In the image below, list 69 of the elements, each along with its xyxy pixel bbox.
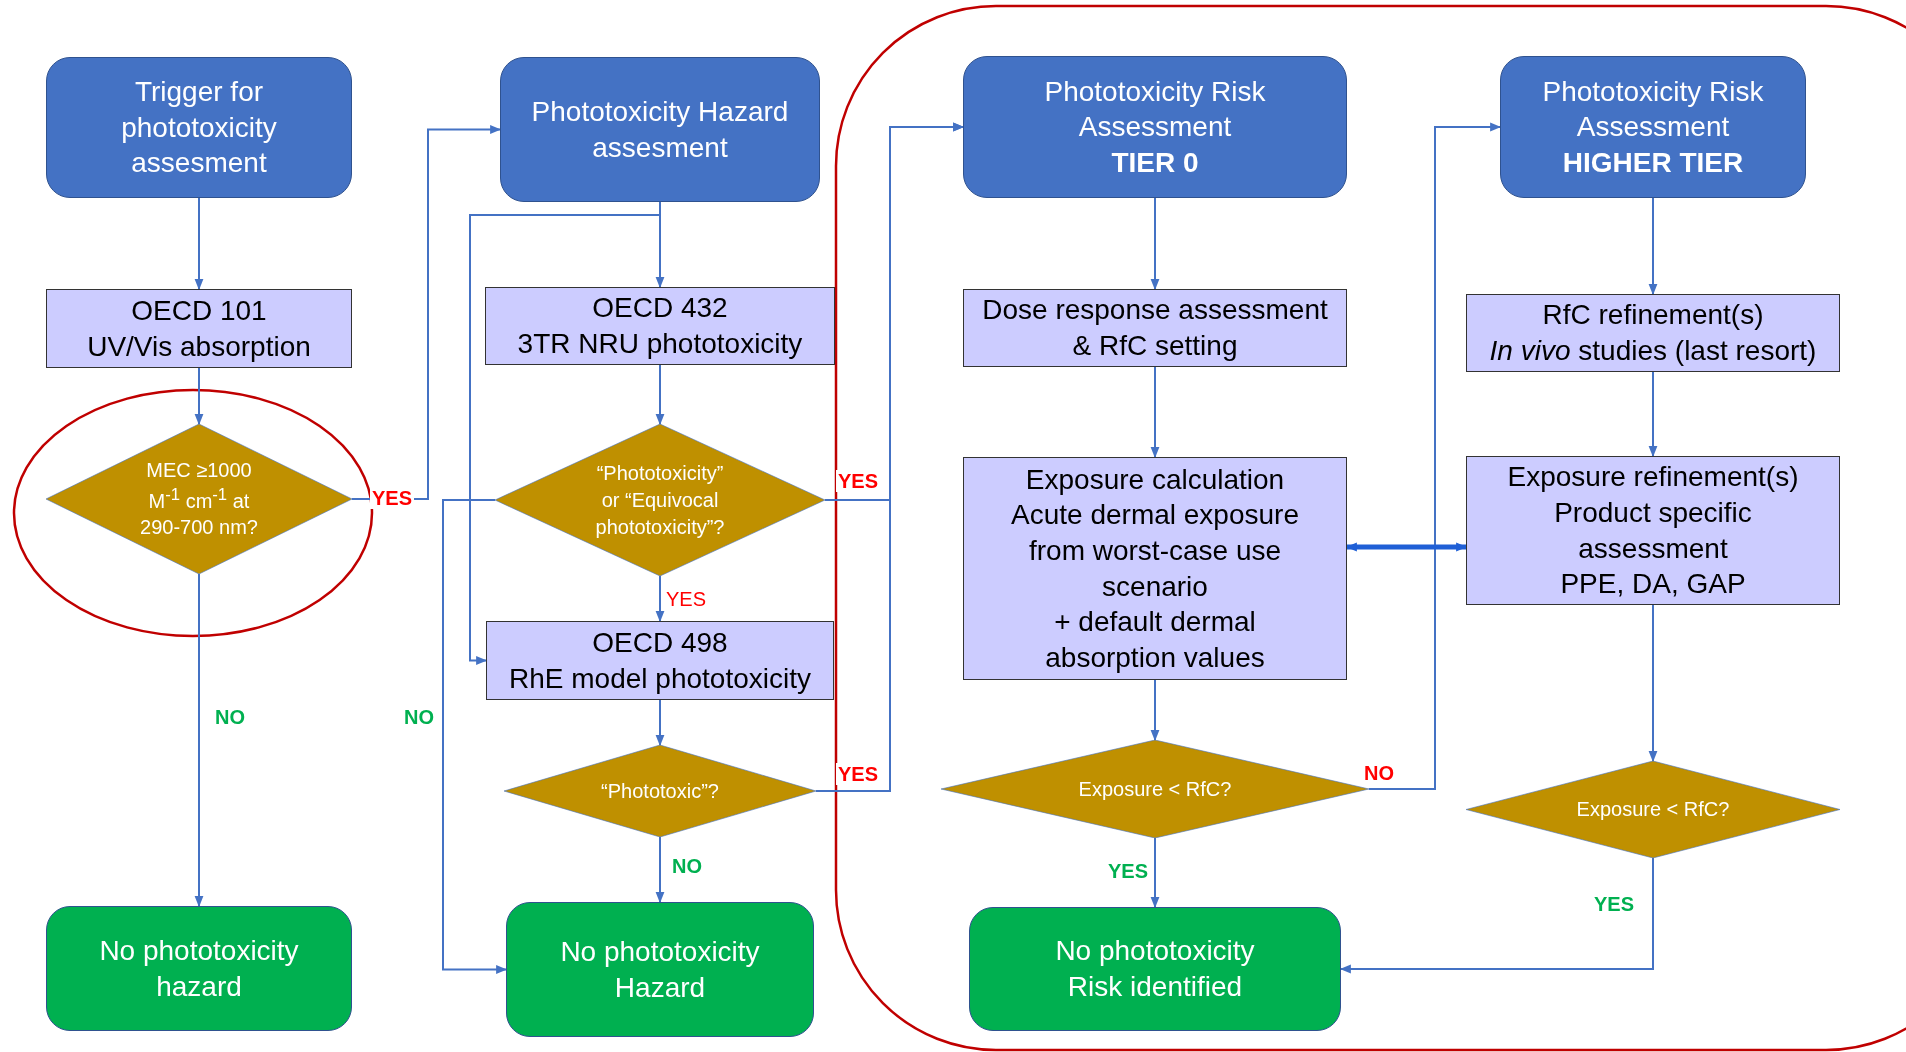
tier-label: TIER 0 [1111,145,1199,180]
box-text: “Phototoxicity” or “Equivocal phototoxicity”? [594,460,726,540]
test-box [963,289,1347,367]
arrow [655,699,665,747]
box-text: No phototoxicity Risk identified [1054,934,1256,1004]
box-text: Exposure < RfC? [1575,797,1731,822]
box-text: Phototoxicity Risk Assessment [1541,74,1765,145]
test-box [1466,456,1840,605]
test-box [1466,294,1840,372]
box-text: Exposure calculation Acute dermal exposure from worst-case use scenario [1010,462,1300,604]
box-text: 3TR NRU phototoxicity [517,327,803,361]
arrow [194,367,204,426]
arrow [1345,542,1468,552]
arrow [655,364,665,426]
edge-label: YES [836,763,881,785]
decision-diamond [46,424,352,574]
arrow [351,125,502,500]
decision-diamond [1466,761,1840,858]
box-text: & RfC setting [1072,329,1238,363]
arrow [655,836,665,904]
box-text: In vivo studies (last resort) [1489,334,1817,368]
process-box [963,56,1347,198]
box-text: PPE, DA, GAP [1559,567,1747,602]
box-text: UV/Vis absorption [87,329,311,364]
test-box [46,289,352,368]
process-box [1500,56,1806,198]
edge-label: YES [836,470,881,492]
decision-diamond [495,424,825,576]
arrow [1150,366,1160,459]
process-box [46,57,352,198]
decision-diamond [504,745,816,837]
outcome-box [969,907,1341,1031]
arrow [1150,837,1160,909]
tier-label: HIGHER TIER [1562,145,1744,180]
box-text: + default dermal absorption values [1044,605,1266,675]
box-text: Trigger for phototoxicity assesment [120,75,278,181]
arrow [194,197,204,291]
box-text: OECD 432 [592,291,728,326]
arrow [1648,371,1658,458]
box-text: Exposure refinement(s) Product specific assessment [1506,460,1800,566]
box-text: Phototoxicity Hazard assesment [530,94,790,165]
arrow [1648,197,1658,296]
arrow [194,573,204,908]
box-text: No phototoxicity Hazard [559,934,761,1005]
arrow [1339,857,1654,974]
box-text: OECD 101 [131,293,267,328]
outcome-box [46,906,352,1031]
arrow [1150,679,1160,742]
arrow [1648,604,1658,763]
box-text: OECD 498 [592,625,728,660]
arrow [815,122,965,792]
box-text: No phototoxicity hazard [98,933,300,1004]
test-box [486,621,834,700]
outcome-box [506,902,814,1037]
box-text: RhE model phototoxicity [509,661,811,696]
process-box [500,57,820,202]
arrow [1150,197,1160,291]
test-box [963,457,1347,680]
edge-label: YES [370,487,415,509]
box-text: RfC refinement(s) [1542,298,1764,333]
test-box [485,287,835,365]
arrow [655,575,665,623]
box-text: Phototoxicity Risk Assessment [1043,74,1267,145]
arrow [1368,122,1502,790]
box-text: MEC ≥1000 M$^{-1}$ cm$^{-1}$ at 290-700 nm? [139,457,259,541]
box-text: Exposure < RfC? [1077,776,1233,802]
box-text: Dose response assessment [982,293,1328,328]
arrow [442,499,508,974]
box-text: “Phototoxic”? [600,778,720,804]
